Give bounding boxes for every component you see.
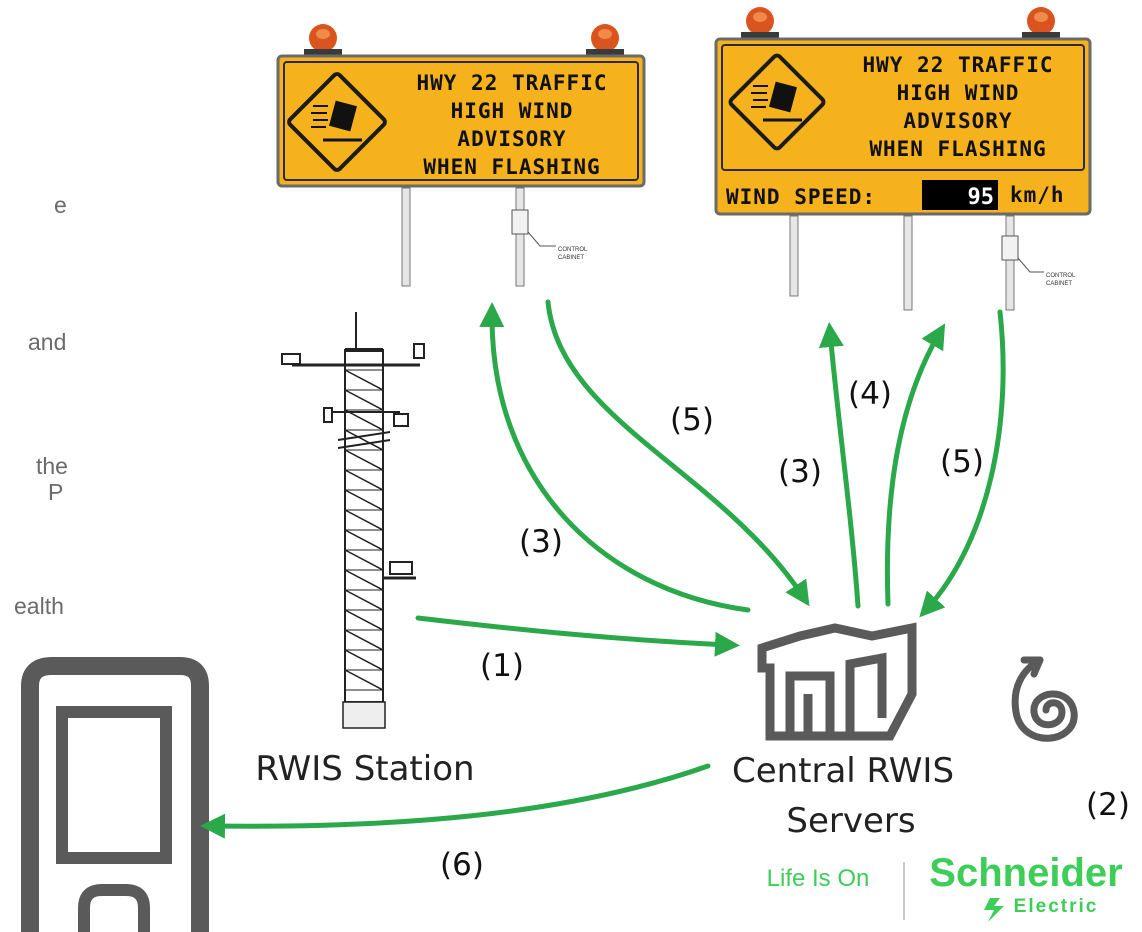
wind-speed-label: WIND SPEED: [726, 185, 876, 209]
step-label: (5) [670, 402, 714, 438]
cabinet-label: CABINET [558, 255, 584, 261]
arrow-1 [415, 615, 740, 657]
beacon-icon [304, 24, 342, 56]
arrow-5-right [919, 309, 1006, 618]
spiral-icon [1011, 656, 1078, 742]
cabinet-label: CONTROL [1046, 273, 1076, 279]
beacon-icon [1022, 7, 1060, 39]
servers-caption: Servers [786, 801, 915, 841]
sign-line: WHEN FLASHING [423, 155, 600, 179]
step-label: (1) [480, 648, 524, 684]
sign-post [401, 187, 411, 287]
cabinet-label: CONTROL [558, 247, 588, 253]
wind-speed-display [922, 180, 998, 210]
flow-arrows [200, 299, 1006, 839]
step-label: (6) [440, 847, 484, 883]
wind-speed-unit: km/h [1010, 183, 1065, 207]
brand-sub: Electric [1014, 896, 1099, 917]
station-caption: RWIS Station [255, 749, 474, 789]
wind-warning-icon [287, 72, 387, 172]
sign-board [276, 54, 646, 188]
rwis-tower-icon [281, 312, 425, 729]
servers-caption: Central RWIS [732, 751, 954, 791]
arrow-4 [884, 323, 946, 607]
sign-line: ADVISORY [903, 109, 1012, 133]
step-label: (3) [778, 454, 822, 490]
control-cabinet [511, 209, 529, 235]
sign-post [515, 187, 525, 287]
arrow-5-left [545, 299, 810, 607]
sign-right: HWY 22 TRAFFIC HIGH WIND ADVISORY WHEN F… [714, 7, 1092, 311]
arrow-3-left [479, 302, 751, 613]
sign-post [903, 215, 913, 311]
sign-line: HIGH WIND [897, 81, 1020, 105]
servers-icon [757, 622, 917, 741]
sign-line: ADVISORY [457, 127, 566, 151]
control-cabinet [1001, 235, 1019, 261]
side-text-fragment: e [54, 192, 67, 218]
step-label: (4) [848, 376, 892, 412]
lightning-icon [984, 898, 1004, 922]
arrow-6 [200, 763, 711, 839]
sign-line: HIGH WIND [451, 99, 574, 123]
step-label: (2) [1086, 787, 1130, 823]
brand-name: Schneider [929, 851, 1122, 895]
sign-line: HWY 22 TRAFFIC [862, 53, 1053, 77]
side-text: e and the P ealth [14, 192, 68, 619]
brand-tagline: Life Is On [767, 865, 870, 892]
side-text-fragment: P [48, 479, 63, 505]
side-text-fragment: the [36, 453, 68, 479]
sign-post [789, 215, 799, 297]
sign-line: HWY 22 TRAFFIC [416, 71, 607, 95]
wind-warning-icon [728, 53, 826, 151]
brand-logo: Life Is On Schneider Electric [767, 851, 1123, 922]
cabinet-label: CABINET [1046, 281, 1072, 287]
side-text-fragment: ealth [14, 593, 64, 619]
step-label: (5) [940, 444, 984, 480]
step-label: (3) [519, 524, 563, 560]
beacon-icon [586, 24, 624, 56]
arrow-3-right [818, 322, 861, 609]
sign-left: HWY 22 TRAFFIC HIGH WIND ADVISORY WHEN F… [276, 24, 646, 287]
wind-speed-value: 95 [968, 185, 995, 210]
sign-line: WHEN FLASHING [869, 137, 1046, 161]
sign-post [1005, 215, 1015, 311]
beacon-icon [741, 7, 779, 39]
tablet-icon [21, 657, 209, 932]
side-text-fragment: and [28, 329, 66, 355]
